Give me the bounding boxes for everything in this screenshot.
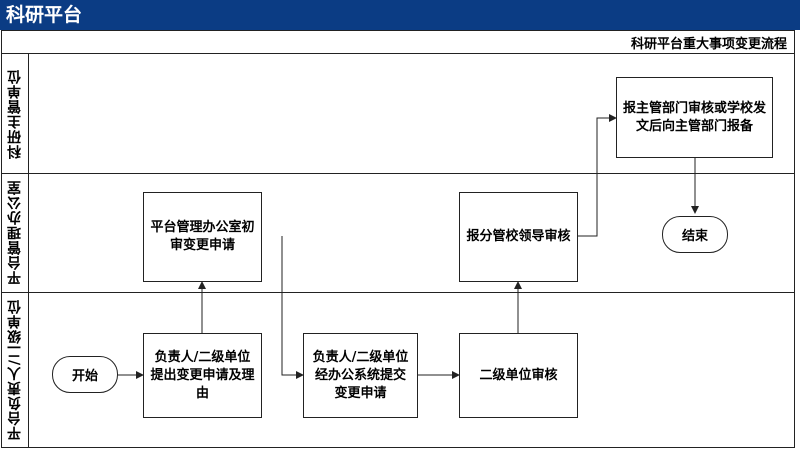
office-review-node: 平台管理办公室初审变更申请 <box>143 192 262 282</box>
subtitle-row: 科研平台重大事项变更流程 <box>1 30 795 54</box>
diagram-frame <box>1 30 795 448</box>
arrow-office-to-submit <box>281 236 304 379</box>
header-bar: 科研平台 <box>0 0 800 30</box>
lane-divider <box>1 173 795 174</box>
end-node: 结束 <box>662 216 728 253</box>
report-authority-node: 报主管部门审核或学校发文后向主管部门报备 <box>616 77 773 158</box>
start-node: 开始 <box>52 356 118 393</box>
diagram-subtitle: 科研平台重大事项变更流程 <box>630 37 787 52</box>
lane-label-column-divider <box>28 54 29 448</box>
unit-review-node: 二级单位审核 <box>459 333 578 418</box>
page-title: 科研平台 <box>6 4 83 26</box>
arrow-leader-to-report <box>578 114 617 237</box>
submit-change-node: 负责人/二级单位经办公系统提交变更申请 <box>303 333 418 418</box>
leader-review-node: 报分管校领导审核 <box>459 192 578 282</box>
apply-change-node: 负责人/二级单位提出变更申请及理由 <box>143 333 262 418</box>
lane-divider <box>1 292 795 293</box>
